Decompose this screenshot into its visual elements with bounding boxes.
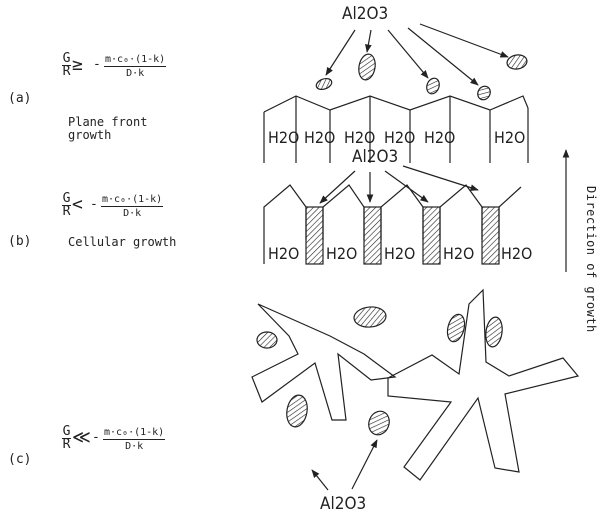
condition-a-rhs-num: m·c₀·(1-k) — [104, 54, 167, 67]
panel-a-description: Plane front growth — [68, 115, 148, 142]
alumina-particle — [506, 54, 528, 70]
condition-c-rhs-num: m·c₀·(1-k) — [103, 427, 166, 440]
alumina-particle — [477, 85, 491, 101]
condition-b-relation: < — [72, 194, 83, 215]
panel-a-cell-label: H2O — [384, 128, 416, 147]
panel-b-description: Cellular growth — [68, 235, 177, 249]
condition-a-lhs-num: G — [62, 51, 71, 66]
panel-a-ice-front — [263, 95, 529, 113]
panel-b-cell-label: H2O — [443, 244, 475, 263]
condition-a-relation: ≥ — [72, 54, 83, 75]
panel-b-arrows — [319, 165, 479, 204]
panel-b-cell-label: H2O — [268, 244, 300, 263]
panel-c-oxide-label: Al2O3 — [320, 494, 367, 514]
condition-a-rhs-den: D·k — [126, 68, 145, 79]
alumina-particle — [286, 394, 308, 428]
alumina-particle — [368, 410, 390, 436]
panel-c-drawing — [251, 288, 580, 491]
panel-label-a: (a) — [8, 91, 32, 106]
alumina-particle — [353, 306, 387, 328]
alumina-particle — [485, 316, 503, 348]
panel-a-arrows — [325, 23, 509, 86]
condition-b-lhs-den: R — [62, 204, 71, 219]
alumina-particle — [358, 53, 376, 81]
condition-b-rhs-den: D·k — [123, 208, 142, 219]
condition-b-lhs: G R — [62, 191, 71, 219]
condition-b-lhs-num: G — [62, 191, 71, 206]
panel-a-cell-label: H2O — [424, 128, 456, 147]
condition-c-relation: ≪ — [72, 427, 91, 448]
panel-a-drawing — [263, 23, 529, 163]
panel-b-cell-label: H2O — [384, 244, 416, 263]
alumina-particle — [446, 313, 466, 343]
alumina-particle — [426, 77, 440, 95]
condition-a-minus: - — [93, 57, 101, 72]
condition-c-lhs-num: G — [62, 424, 71, 439]
panel-b-cell-label: H2O — [501, 244, 533, 263]
panel-b-hatched-columns — [305, 206, 500, 265]
condition-c-minus: - — [92, 430, 100, 445]
condition-a-lhs-den: R — [62, 64, 71, 79]
condition-b-rhs-num: m·c₀·(1-k) — [101, 194, 164, 207]
condition-b-rhs: m·c₀·(1-k) D·k — [101, 193, 164, 220]
panel-b-oxide-label: Al2O3 — [352, 147, 399, 167]
condition-b-minus: - — [90, 197, 98, 212]
panel-b-drawing — [263, 165, 522, 265]
condition-c-lhs: G R — [62, 424, 71, 452]
ice-crystal-left — [251, 303, 397, 421]
growth-direction-label: Direction of growth — [584, 186, 598, 333]
panel-a-cell-label: H2O — [268, 128, 300, 147]
condition-a-lhs: G R — [62, 51, 71, 79]
panel-c-particles — [256, 306, 503, 436]
panel-a-cell-label: H2O — [304, 128, 336, 147]
condition-c-rhs: m·c₀·(1-k) D·k — [103, 426, 166, 453]
condition-c-lhs-den: R — [62, 437, 71, 452]
alumina-particle — [256, 331, 278, 349]
panel-a-particles — [315, 53, 528, 101]
condition-a-rhs: m·c₀·(1-k) D·k — [104, 53, 167, 80]
alumina-particle — [315, 77, 333, 91]
ice-crystal-right — [387, 288, 580, 481]
panel-c-arrows — [311, 439, 378, 491]
panel-label-b: (b) — [8, 234, 32, 249]
panel-label-c: (c) — [8, 452, 32, 467]
panel-a-cell-label: H2O — [344, 128, 376, 147]
panel-a-cell-label: H2O — [494, 128, 526, 147]
panel-b-left-cell — [263, 184, 307, 247]
panel-b-cell-label: H2O — [326, 244, 358, 263]
condition-c-rhs-den: D·k — [125, 441, 144, 452]
panel-a-oxide-label: Al2O3 — [342, 4, 389, 24]
